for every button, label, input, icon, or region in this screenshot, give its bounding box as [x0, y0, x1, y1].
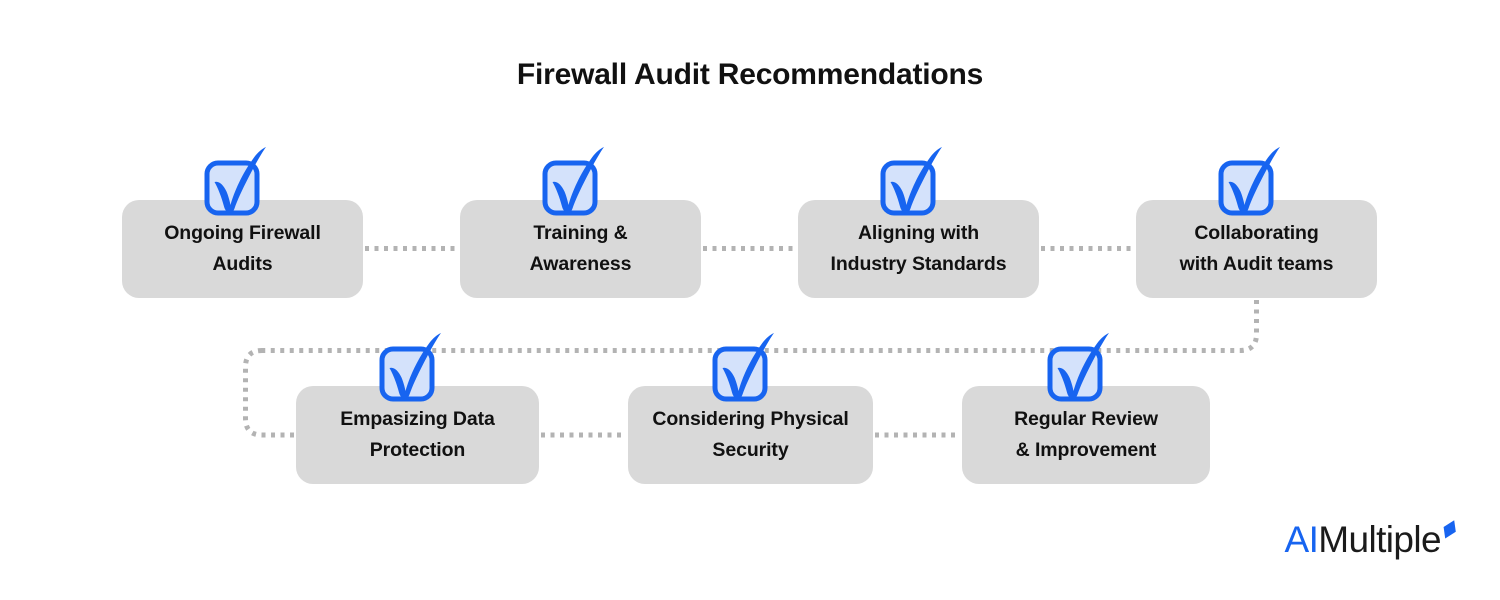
node-card-aligning-industry-standards[interactable]: Aligning with Industry Standards: [798, 200, 1039, 298]
node-label: Collaborating with Audit teams: [1179, 222, 1334, 275]
node-card-training-awareness[interactable]: Training & Awareness: [460, 200, 701, 298]
node-label: Aligning with Industry Standards: [830, 222, 1007, 275]
logo-name: Multiple: [1318, 519, 1441, 560]
node-label: Empasizing Data Protection: [340, 408, 495, 461]
node-label: Training & Awareness: [529, 222, 632, 275]
node-label: Regular Review & Improvement: [1014, 408, 1158, 461]
connector-4-5-left-turn: [243, 348, 300, 438]
node-card-ongoing-firewall-audits[interactable]: Ongoing Firewall Audits: [122, 200, 363, 298]
logo-prefix: AI: [1284, 519, 1319, 560]
node-card-empasizing-data-protection[interactable]: Empasizing Data Protection: [296, 386, 539, 484]
brand-logo: AI Multiple: [1285, 518, 1458, 562]
node-label: Ongoing Firewall Audits: [164, 222, 321, 275]
connector-4-5-right-turn: [262, 300, 1259, 353]
node-card-regular-review-improvement[interactable]: Regular Review & Improvement: [962, 386, 1210, 484]
page-title: Firewall Audit Recommendations: [516, 58, 984, 91]
node-card-considering-physical-security[interactable]: Considering Physical Security: [628, 386, 873, 484]
node-label: Considering Physical Security: [652, 408, 849, 461]
logo-tick-icon: [1443, 520, 1456, 539]
node-card-collaborating-audit-teams[interactable]: Collaborating with Audit teams: [1136, 200, 1377, 298]
